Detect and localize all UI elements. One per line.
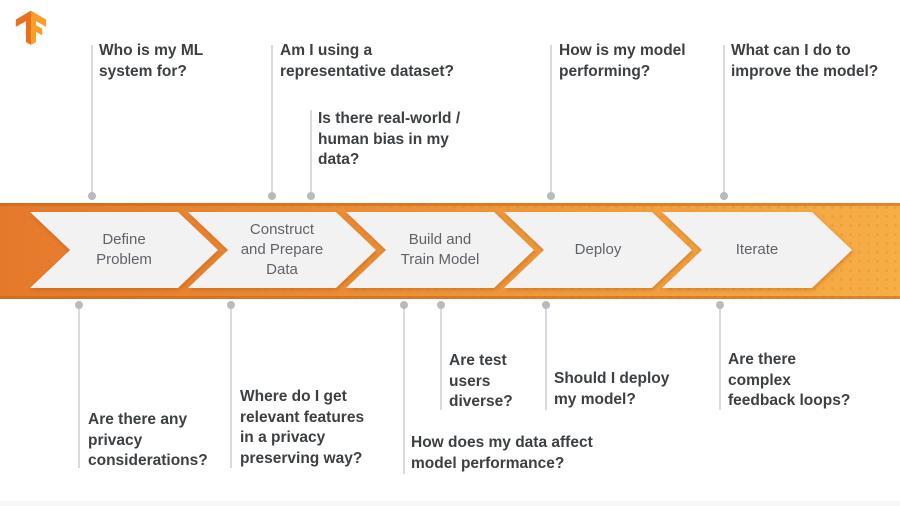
connector-line [545, 307, 547, 410]
connector-line [271, 45, 273, 192]
bottom-edge-divider [0, 501, 900, 506]
question-improve-the-model: What can I do to improve the model? [731, 42, 879, 80]
stage-label: Build and Train Model [400, 231, 480, 268]
connector-dot [75, 301, 83, 309]
question-data-affect-model-performance: How does my data affect model performanc… [411, 434, 593, 472]
connector-line [403, 307, 405, 474]
question-who-is-my-ml-system-for: Who is my ML system for? [99, 42, 204, 80]
stage-label: Construct and Prepare Data [240, 221, 324, 278]
question-privacy-preserving-features: Where do I get relevant features in a pr… [240, 388, 365, 467]
connector-dot [268, 192, 276, 200]
connector-line [723, 45, 725, 192]
stage-label: Iterate [735, 241, 779, 258]
connector-line [719, 307, 721, 410]
connector-line [230, 307, 232, 468]
stage-define-problem: Define Problem [30, 212, 218, 288]
stage-build-and-train-model: Build and Train Model [346, 212, 534, 288]
connector-dot [307, 192, 315, 200]
connector-line [310, 110, 312, 192]
question-model-performing: How is my model performing? [559, 42, 686, 80]
question-representative-dataset: Am I using a representative dataset? [280, 42, 455, 80]
question-privacy-considerations: Are there any privacy considerations? [88, 411, 208, 469]
stage-label: Deploy [574, 241, 622, 258]
connector-dot [547, 192, 555, 200]
connector-dot [88, 192, 96, 200]
connector-dot [227, 301, 235, 309]
connector-line [78, 307, 80, 468]
question-real-world-human-bias: Is there real-world / human bias in my d… [318, 110, 461, 168]
tensorflow-logo-icon [15, 10, 47, 45]
connector-dot [400, 301, 408, 309]
stage-deploy: Deploy [504, 212, 692, 288]
question-should-i-deploy: Should I deploy my model? [554, 370, 670, 408]
question-test-users-diverse: Are test users diverse? [449, 352, 513, 410]
connector-dot [437, 301, 445, 309]
stage-label: Define Problem [96, 231, 152, 268]
connector-dot [720, 192, 728, 200]
connector-line [550, 45, 552, 192]
stage-construct-and-prepare-data: Construct and Prepare Data [188, 212, 376, 288]
stage-iterate: Iterate [662, 212, 852, 288]
connector-dot [542, 301, 550, 309]
question-complex-feedback-loops: Are there complex feedback loops? [728, 351, 851, 409]
connector-dot [716, 301, 724, 309]
connector-line [440, 307, 442, 410]
connector-line [91, 45, 93, 192]
